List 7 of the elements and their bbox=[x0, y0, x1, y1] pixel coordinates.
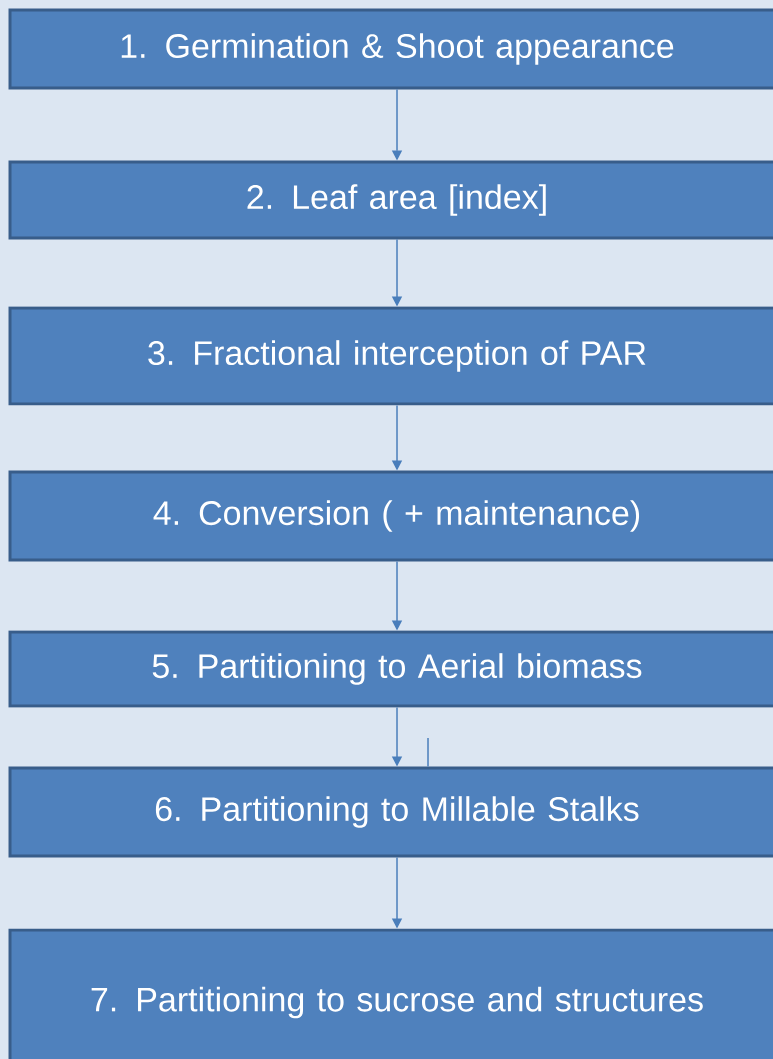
process-box: 1. Germination & Shoot appearance bbox=[8, 8, 773, 90]
process-box: 7. Partitioning to sucrose and structures bbox=[8, 928, 773, 1059]
process-box: 4. Conversion ( + maintenance) bbox=[8, 470, 773, 562]
process-box: 6. Partitioning to Millable Stalks bbox=[8, 766, 773, 858]
process-box: 2. Leaf area [index] bbox=[8, 160, 773, 240]
process-box: 3. Fractional interception of PAR bbox=[8, 306, 773, 406]
process-box: 5. Partitioning to Aerial biomass bbox=[8, 630, 773, 708]
